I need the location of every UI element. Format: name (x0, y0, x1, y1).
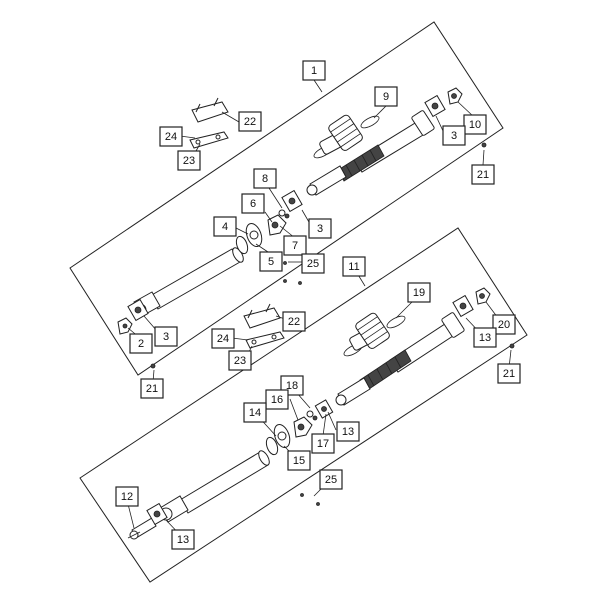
callout-23a: 23 (177, 150, 201, 171)
callout-12: 12 (115, 486, 139, 507)
callout-5: 5 (259, 251, 283, 272)
callout-label: 20 (498, 319, 510, 331)
callout-13a: 13 (473, 327, 497, 348)
callout-label: 24 (217, 333, 229, 345)
callout-label: 23 (234, 355, 246, 367)
callout-label: 5 (268, 256, 274, 268)
callout-label: 23 (183, 155, 195, 167)
callout-21c: 21 (497, 363, 521, 384)
bolt-icon (316, 502, 320, 506)
callout-label: 25 (307, 258, 319, 270)
callout-6: 6 (241, 193, 265, 214)
callout-15: 15 (287, 450, 311, 471)
callout-label: 17 (317, 438, 329, 450)
lower-front-shaft (127, 450, 270, 540)
callout-label: 9 (383, 91, 389, 103)
callout-label: 10 (469, 119, 481, 131)
callout-label: 3 (451, 130, 457, 142)
callout-label: 3 (163, 331, 169, 343)
callout-label: 24 (165, 131, 177, 143)
lower-u-joints (146, 287, 491, 526)
callout-label: 2 (138, 338, 144, 350)
callout-label: 8 (262, 173, 268, 185)
callout-22b: 22 (282, 311, 306, 332)
callout-8: 8 (253, 168, 277, 189)
callout-13b: 13 (336, 421, 360, 442)
upper-assembly-panel (69, 21, 504, 376)
callout-label: 6 (250, 198, 256, 210)
callout-10: 10 (463, 114, 487, 135)
callout-23b: 23 (228, 350, 252, 371)
callout-label: 3 (317, 223, 323, 235)
callout-3c: 3 (154, 326, 178, 347)
lower-center-bearing (265, 410, 318, 456)
callout-label: 21 (146, 383, 158, 395)
upper-u-joints (117, 87, 463, 335)
callout-25a: 25 (301, 253, 325, 274)
callout-25b: 25 (319, 469, 343, 490)
leader-lines (126, 79, 512, 539)
callout-label: 21 (477, 169, 489, 181)
callout-label: 19 (413, 287, 425, 299)
callout-label: 13 (479, 332, 491, 344)
callout-19: 19 (407, 282, 431, 303)
callout-18: 18 (280, 375, 304, 396)
callout-17: 17 (311, 433, 335, 454)
callout-label: 16 (271, 394, 283, 406)
upper-rear-shaft (306, 110, 435, 196)
lower-assembly-panel (79, 227, 528, 583)
callout-16: 16 (265, 389, 289, 410)
callout-label: 15 (293, 455, 305, 467)
callout-24b: 24 (211, 328, 235, 349)
bolt-icon (509, 343, 515, 349)
callout-3a: 3 (442, 125, 466, 146)
lower-brackets (243, 303, 285, 349)
callout-label: 7 (292, 240, 298, 252)
callout-14: 14 (243, 402, 267, 423)
bolt-icon (300, 493, 304, 497)
bolt-icon (150, 363, 156, 369)
callout-label: 18 (286, 380, 298, 392)
bolt-icon (283, 279, 287, 283)
upper-front-shaft (133, 247, 244, 317)
callout-4: 4 (213, 216, 237, 237)
callout-1: 1 (302, 60, 326, 81)
callout-label: 13 (177, 534, 189, 546)
callout-13c: 13 (171, 529, 195, 550)
callout-3b: 3 (308, 218, 332, 239)
boot-kit-upper (313, 114, 380, 159)
callout-9: 9 (374, 86, 398, 107)
callout-label: 12 (121, 491, 133, 503)
bolt-icon (481, 142, 487, 148)
lower-rear-shaft (335, 312, 465, 406)
callout-label: 4 (222, 221, 228, 233)
callout-label: 13 (342, 426, 354, 438)
callout-21b: 21 (140, 378, 164, 399)
callout-label: 25 (325, 474, 337, 486)
bolt-icon (283, 261, 287, 265)
callout-7: 7 (283, 235, 307, 256)
callout-label: 11 (348, 261, 359, 273)
callout-11: 11 (342, 256, 366, 277)
callout-label: 21 (503, 368, 515, 380)
upper-center-bearing (235, 209, 290, 255)
callout-label: 22 (244, 116, 256, 128)
callout-2: 2 (129, 333, 153, 354)
callout-22a: 22 (238, 111, 262, 132)
callout-20: 20 (492, 314, 516, 335)
callout-label: 1 (311, 65, 317, 77)
bolt-icon (298, 281, 302, 285)
callout-label: 22 (288, 316, 300, 328)
boot-kit-lower (343, 312, 406, 357)
upper-brackets (189, 97, 229, 149)
callout-21a: 21 (471, 164, 495, 185)
callout-label: 14 (249, 407, 261, 419)
callout-24a: 24 (159, 126, 183, 147)
